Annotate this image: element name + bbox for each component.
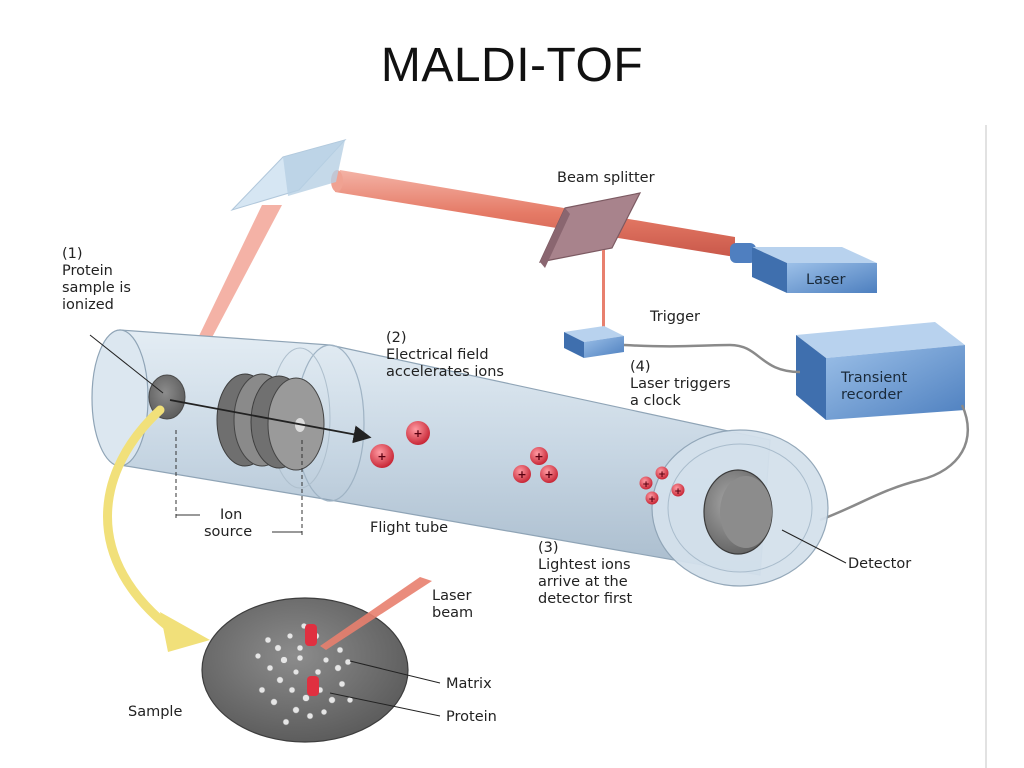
protein-label: Protein xyxy=(446,709,497,725)
protein-spot xyxy=(305,624,317,646)
ion-group-light: + + + + xyxy=(639,466,685,505)
laser-beam-sample xyxy=(320,577,432,650)
ion xyxy=(513,465,531,483)
ion-charge-label: + xyxy=(658,470,666,480)
pointer-matrix xyxy=(349,660,441,684)
ion xyxy=(370,444,394,468)
ion-charge-label: + xyxy=(642,480,650,490)
prism xyxy=(230,139,347,212)
yellow-arrow xyxy=(103,405,180,637)
beam-splitter xyxy=(538,192,642,268)
ion-charge-label: + xyxy=(377,450,386,463)
step2-number: (2) xyxy=(386,330,407,346)
detector-label: Detector xyxy=(848,556,911,572)
step3-line1: Lightest ions xyxy=(538,557,631,573)
trigger-box xyxy=(564,326,624,358)
sample-magnified xyxy=(201,597,409,743)
step4-line1: Laser triggers xyxy=(630,376,731,392)
ion xyxy=(639,476,653,490)
ion xyxy=(540,465,558,483)
protein-spot xyxy=(307,676,319,696)
pointer-protein xyxy=(329,692,441,717)
ion-group-medium: + + + xyxy=(513,447,558,483)
transient-recorder-label-line2: recorder xyxy=(841,387,902,403)
step3-line2: arrive at the xyxy=(538,574,628,590)
slide-title: MALDI-TOF xyxy=(380,39,644,92)
ion xyxy=(406,421,430,445)
transient-recorder-label-line1: Transient xyxy=(840,370,907,386)
trigger-cable xyxy=(623,343,801,374)
beam-splitter-label: Beam splitter xyxy=(557,170,655,186)
laser-connector xyxy=(730,243,756,263)
ion-charge-label: + xyxy=(648,495,656,505)
detector xyxy=(703,469,773,555)
step1-line2: sample is xyxy=(62,280,131,296)
step4-number: (4) xyxy=(630,359,651,375)
trigger-label: Trigger xyxy=(649,309,700,325)
step2-line2: accelerates ions xyxy=(386,364,504,380)
laser-box xyxy=(752,247,877,293)
ion xyxy=(671,483,685,497)
trigger-beam xyxy=(602,250,605,330)
sample-label: Sample xyxy=(128,704,182,720)
matrix-crystals xyxy=(254,622,354,726)
pointer-sample-ionized xyxy=(89,334,164,394)
yellow-arrow-head xyxy=(160,612,210,652)
step3-line3: detector first xyxy=(538,591,632,607)
acceleration-plates xyxy=(216,373,325,471)
laser-beam-label-line2: beam xyxy=(432,605,473,621)
flight-tube-label: Flight tube xyxy=(370,520,448,536)
laser-label: Laser xyxy=(806,272,845,288)
detector-cable xyxy=(819,404,969,522)
ion-source-bracket xyxy=(175,430,303,538)
step4-line2: a clock xyxy=(630,393,681,409)
matrix-label: Matrix xyxy=(446,676,492,692)
ion-source-label-line1: Ion xyxy=(220,507,242,523)
step2-line1: Electrical field xyxy=(386,347,489,363)
transient-recorder-box xyxy=(796,322,965,420)
ion xyxy=(645,491,659,505)
ion-group-heavy: + + xyxy=(370,421,430,468)
pointer-detector xyxy=(781,529,847,564)
ion-charge-label: + xyxy=(544,468,553,481)
ion xyxy=(530,447,548,465)
step1-number: (1) xyxy=(62,246,83,262)
ion-charge-label: + xyxy=(413,427,422,440)
ion-charge-label: + xyxy=(674,487,682,497)
ion-charge-label: + xyxy=(517,468,526,481)
step3-number: (3) xyxy=(538,540,559,556)
ion-path-arrow xyxy=(169,399,372,444)
ion-source-label-line2: source xyxy=(204,524,252,540)
step1-line1: Protein xyxy=(62,263,113,279)
laser-beam-main xyxy=(331,170,735,257)
step1-line3: ionized xyxy=(62,297,114,313)
laser-beam-label-line1: Laser xyxy=(432,588,471,604)
ion xyxy=(655,466,669,480)
ion-charge-label: + xyxy=(534,450,543,463)
